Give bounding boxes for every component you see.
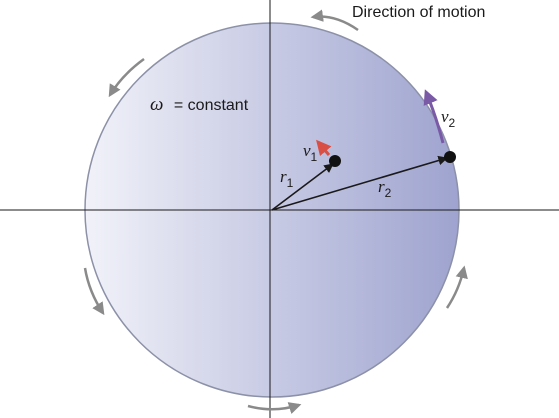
radius-r1-vector bbox=[271, 163, 334, 211]
motion-arrow-lower-right-icon bbox=[445, 265, 468, 309]
omega-constant-label: ω = constant bbox=[150, 94, 249, 115]
r2-label: r2 bbox=[378, 177, 392, 200]
r1-label: r1 bbox=[280, 167, 294, 190]
point-2 bbox=[444, 151, 456, 163]
v1-label: v1 bbox=[303, 141, 318, 164]
direction-of-motion-label: Direction of motion bbox=[352, 4, 485, 21]
motion-arrow-upper-left-icon bbox=[108, 57, 145, 98]
motion-arrow-bottom-icon bbox=[247, 402, 302, 414]
motion-arrow-top-icon bbox=[310, 9, 359, 32]
v2-label: v2 bbox=[441, 107, 456, 130]
motion-arrow-lower-left-icon bbox=[83, 267, 105, 316]
radius-r2-vector bbox=[271, 155, 448, 211]
velocity-v2-vector bbox=[423, 89, 445, 144]
point-1 bbox=[329, 155, 341, 167]
velocity-v1-vector bbox=[316, 139, 332, 157]
